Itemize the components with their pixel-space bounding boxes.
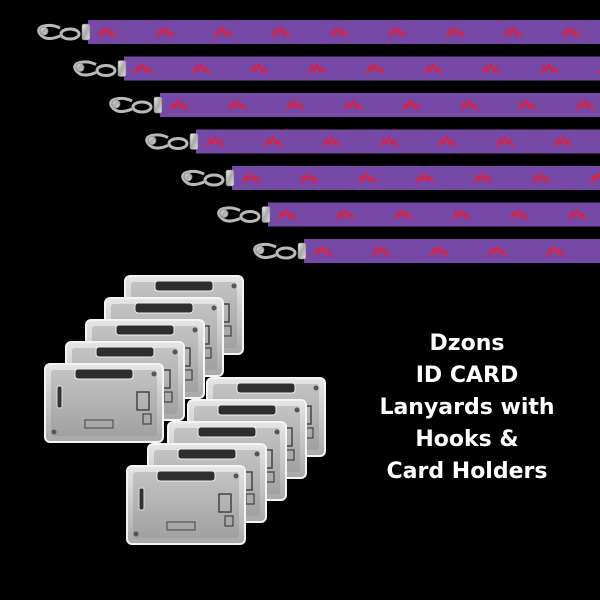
lanyard	[109, 93, 600, 117]
lanyard-hook	[145, 133, 199, 150]
lanyard	[181, 166, 600, 190]
caption-line-hooks: Hooks &	[415, 427, 519, 452]
card-holder	[44, 363, 164, 443]
lanyard-hook	[217, 206, 271, 223]
lanyard	[217, 202, 600, 227]
lanyard-hook	[181, 169, 235, 187]
product-caption: Dzons ID CARD Lanyards with Hooks & Card…	[362, 328, 572, 488]
lanyard	[37, 20, 600, 44]
lanyard	[145, 129, 600, 154]
lanyard	[253, 239, 600, 263]
lanyard-hook	[253, 242, 307, 260]
caption-line-card-holders: Card Holders	[386, 459, 548, 484]
caption-brand: Dzons	[429, 331, 505, 356]
lanyard-hook	[37, 23, 91, 41]
caption-line-id-card: ID CARD	[415, 363, 519, 388]
lanyard-hook	[73, 60, 127, 77]
card-holder	[126, 465, 246, 545]
lanyard-hook	[109, 96, 163, 114]
caption-line-lanyards: Lanyards with	[379, 395, 555, 420]
lanyard	[73, 56, 600, 81]
